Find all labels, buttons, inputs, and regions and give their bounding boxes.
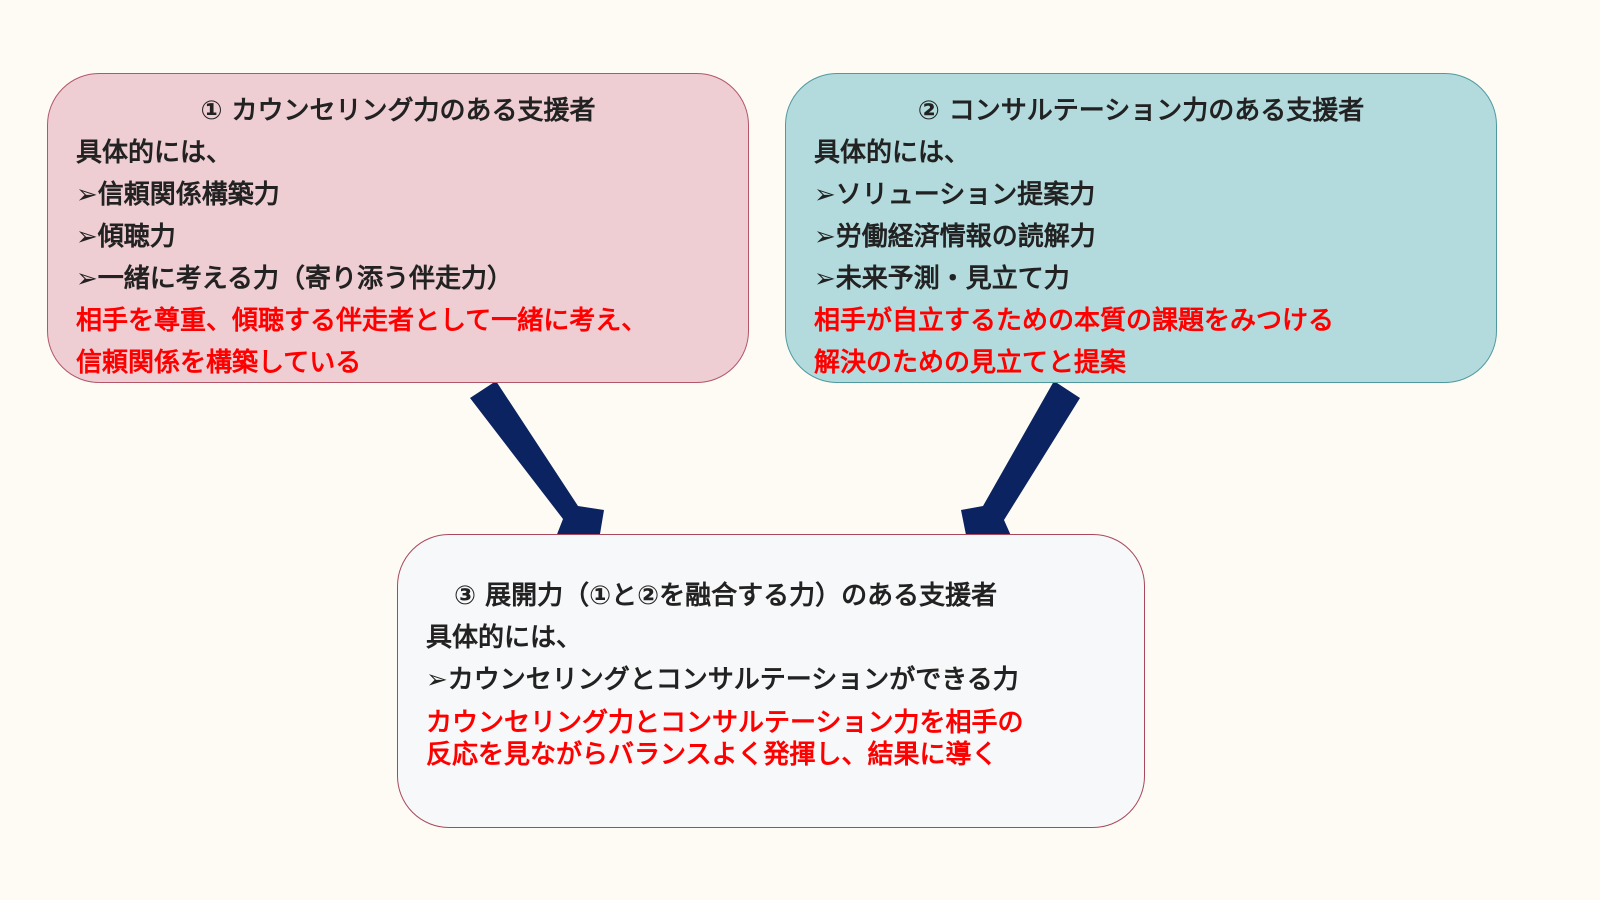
- list-item: ➢傾聴力: [76, 222, 176, 252]
- box-title: ① カウンセリング力のある支援者: [200, 96, 596, 126]
- list-item: ➢労働経済情報の読解力: [814, 222, 1096, 252]
- summary-line: 信頼関係を構築している: [76, 348, 362, 378]
- arrow-box2-to-box3: [961, 381, 1080, 560]
- summary-line: 反応を見ながらバランスよく発揮し、結果に導く: [426, 740, 998, 770]
- box-intro: 具体的には、: [814, 138, 971, 168]
- development-box: ③ 展開力（①と②を融合する力）のある支援者 具体的には、 ➢カウンセリングとコ…: [397, 534, 1145, 828]
- summary-line: 解決のための見立てと提案: [814, 348, 1127, 378]
- box-intro: 具体的には、: [426, 623, 583, 653]
- list-item: ➢未来予測・見立て力: [814, 264, 1070, 294]
- list-item: ➢一緒に考える力（寄り添う伴走力）: [76, 264, 514, 294]
- summary-line: カウンセリング力とコンサルテーション力を相手の: [426, 708, 1024, 738]
- summary-line: 相手を尊重、傾聴する伴走者として一緒に考え、: [76, 306, 648, 336]
- list-item: ➢ソリューション提案力: [814, 180, 1096, 210]
- summary-line: 相手が自立するための本質の課題をみつける: [814, 306, 1335, 336]
- counseling-box: ① カウンセリング力のある支援者 具体的には、 ➢信頼関係構築力 ➢傾聴力 ➢一…: [47, 73, 749, 383]
- arrow-box1-to-box3: [470, 381, 604, 558]
- consultation-box: ② コンサルテーション力のある支援者 具体的には、 ➢ソリューション提案力 ➢労…: [785, 73, 1497, 383]
- box-title: ② コンサルテーション力のある支援者: [917, 96, 1365, 126]
- box-intro: 具体的には、: [76, 138, 233, 168]
- box-title: ③ 展開力（①と②を融合する力）のある支援者: [454, 581, 998, 611]
- list-item: ➢信頼関係構築力: [76, 180, 280, 210]
- list-item: ➢カウンセリングとコンサルテーションができる力: [426, 665, 1019, 695]
